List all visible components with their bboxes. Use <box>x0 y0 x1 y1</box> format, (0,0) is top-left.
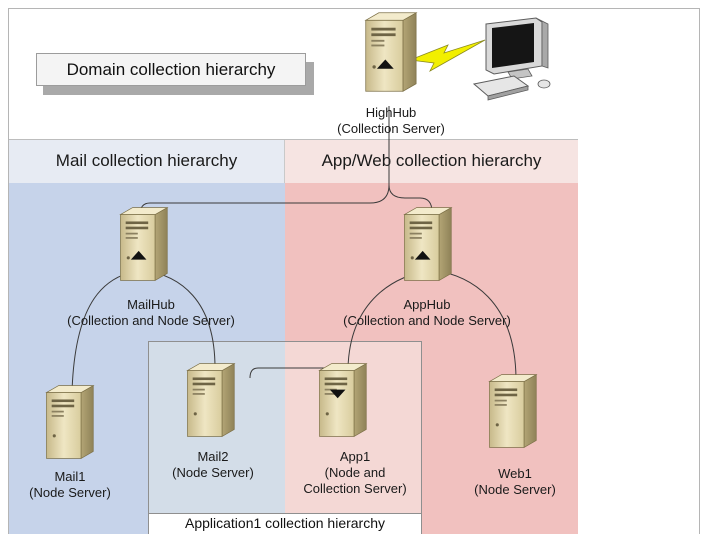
mail2-name: Mail2 <box>197 449 229 464</box>
app1-role: (Node and <box>324 465 386 480</box>
apphub-role: (Collection and Node Server) <box>343 313 511 328</box>
monitor-keyboard-icon[interactable] <box>470 14 562 106</box>
app1-hierarchy-header: Application1 collection hierarchy <box>149 513 421 534</box>
apphub-server-icon[interactable] <box>401 205 453 283</box>
web1-label: Web1 (Node Server) <box>465 466 565 498</box>
web1-server-icon[interactable] <box>486 372 538 450</box>
highhub-role: (Collection Server) <box>337 121 445 136</box>
highhub-name: HighHub <box>365 105 417 120</box>
mail2-role: (Node Server) <box>172 465 254 480</box>
diagram-frame <box>8 8 700 534</box>
mail1-server-icon[interactable] <box>43 383 95 461</box>
apphub-label: AppHub (Collection and Node Server) <box>342 297 512 329</box>
web1-name: Web1 <box>498 466 532 481</box>
app-web-hierarchy-header: App/Web collection hierarchy <box>285 140 578 183</box>
app1-name: App1 <box>339 449 371 464</box>
mailhub-to-mail1-link <box>71 269 143 393</box>
highhub-to-apphub-link <box>388 184 433 213</box>
mail2-label: Mail2 (Node Server) <box>163 449 263 481</box>
mail1-name: Mail1 <box>54 469 86 484</box>
app1-role-cont: Collection Server) <box>303 481 407 496</box>
highhub-label: HighHub (Collection Server) <box>329 105 453 137</box>
mail1-label: Mail1 (Node Server) <box>20 469 120 501</box>
mail2-server-icon[interactable] <box>184 361 236 439</box>
lightning-bolt-icon <box>409 39 486 72</box>
app1-label: App1 (Node and Collection Server) <box>295 449 415 497</box>
mailhub-name: MailHub <box>127 297 175 312</box>
mail1-role: (Node Server) <box>29 485 111 500</box>
domain-hierarchy-label: Domain collection hierarchy <box>36 53 306 86</box>
app1-server-icon[interactable] <box>316 361 368 439</box>
highhub-server-icon[interactable] <box>362 10 418 94</box>
web1-role: (Node Server) <box>474 482 556 497</box>
mailhub-role: (Collection and Node Server) <box>67 313 235 328</box>
region-divider <box>9 139 578 140</box>
mailhub-server-icon[interactable] <box>117 205 169 283</box>
mailhub-label: MailHub (Collection and Node Server) <box>66 297 236 329</box>
mail-hierarchy-header: Mail collection hierarchy <box>9 140 285 183</box>
apphub-name: AppHub <box>403 297 451 312</box>
